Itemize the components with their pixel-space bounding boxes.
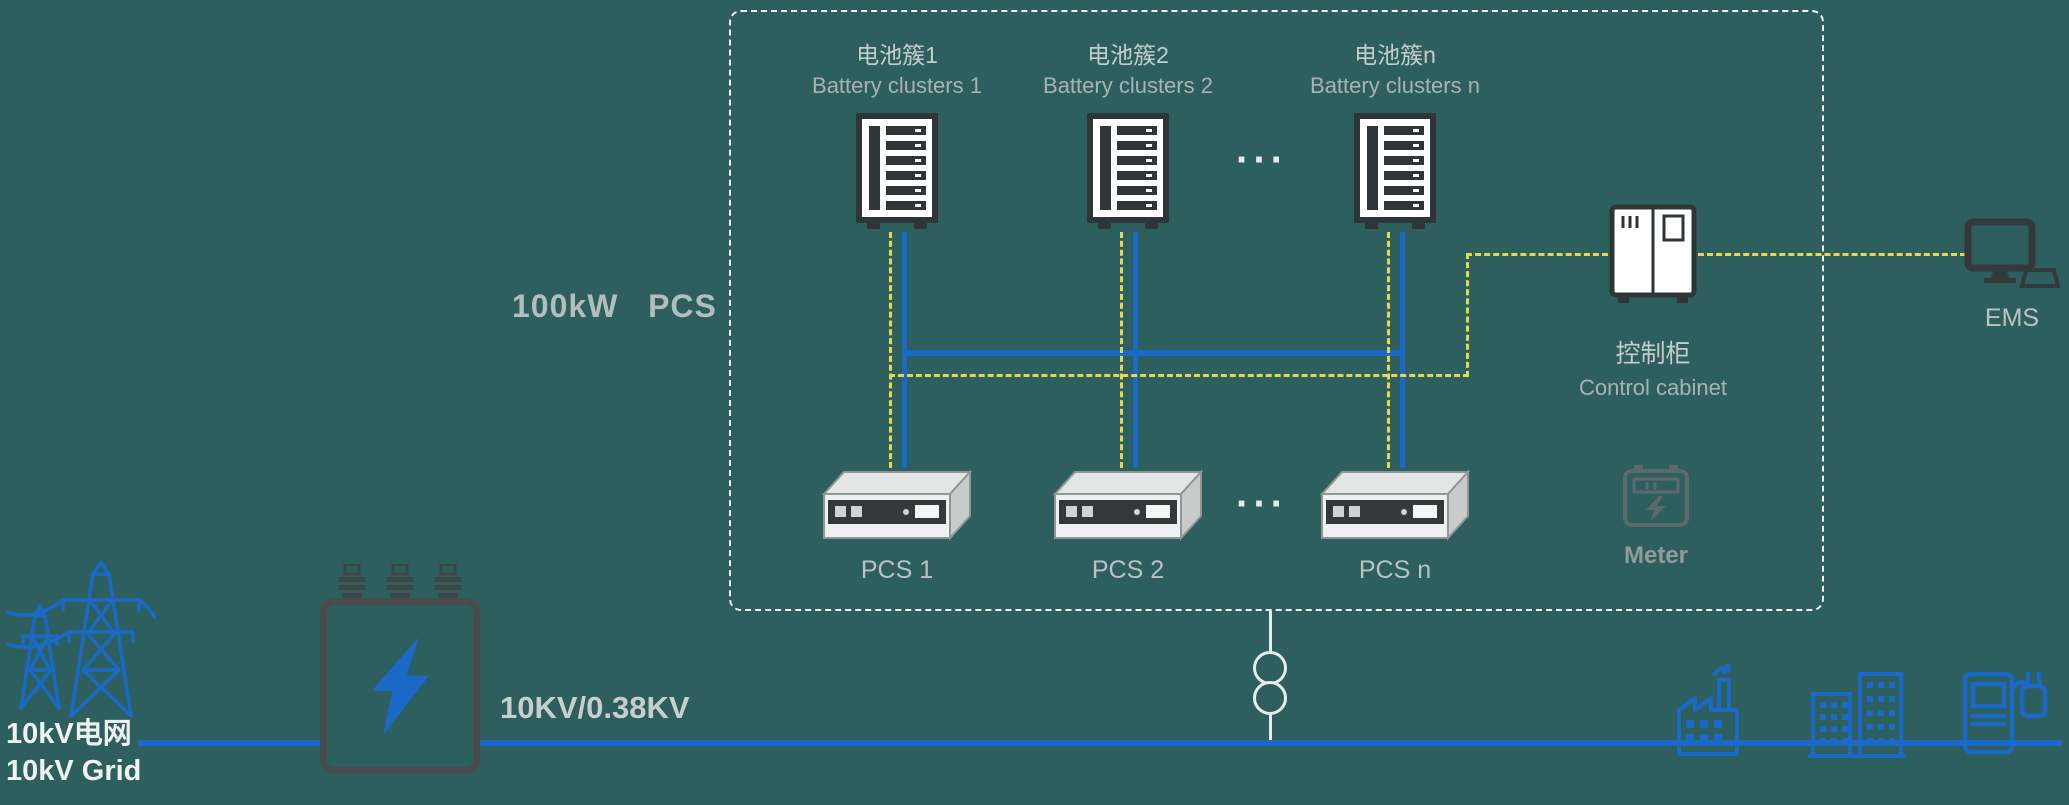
- comm-line-to-cabinet: [1466, 253, 1608, 256]
- comm-bus-line: [889, 374, 1469, 377]
- control-cabinet-label-en: Control cabinet: [1579, 375, 1727, 400]
- control-cabinet-icon: [1608, 204, 1698, 304]
- transformer-bushing-icon: [339, 564, 365, 598]
- battery-rack-icon-1: [855, 112, 939, 232]
- cluster-ellipsis: ···: [1236, 138, 1288, 182]
- ev-charger-load-icon: [1960, 660, 2054, 758]
- factory-load-icon: [1672, 664, 1744, 758]
- pcs-unit-icon-1: [822, 468, 972, 546]
- comm-line-cluster-n: [1387, 232, 1390, 468]
- pcs-1-label: PCS 1: [860, 556, 934, 584]
- transformer-voltage-label: 10KV/0.38KV: [500, 690, 690, 725]
- pcs-ellipsis: ···: [1236, 482, 1288, 526]
- battery-cluster-1-label-en: Battery clusters 1: [812, 73, 982, 99]
- battery-cluster-2-label-en: Battery clusters 2: [1043, 73, 1213, 99]
- grid-bus-line: [138, 740, 2062, 746]
- comm-line-cluster2: [1120, 232, 1123, 468]
- pcs-n-label: PCS n: [1358, 556, 1432, 584]
- battery-rack-icon-n: [1353, 112, 1437, 232]
- pcs-system-label: 100kW PCS: [512, 288, 717, 324]
- comm-riser-line: [1466, 253, 1469, 377]
- control-cabinet-label: 控制柜 Control cabinet: [1548, 334, 1758, 401]
- transformer-symbol-circle-bottom: [1253, 681, 1287, 715]
- ems-computer-icon: [1964, 218, 2060, 292]
- battery-cluster-n-label-en: Battery clusters n: [1310, 73, 1480, 99]
- pcs-unit-icon-2: [1053, 468, 1203, 546]
- battery-cluster-1-label-cn: 电池簇1: [856, 42, 938, 68]
- transformer-symbol-circle-top: [1253, 651, 1287, 685]
- battery-cluster-n-label-cn: 电池簇n: [1354, 42, 1436, 68]
- pcs-2-label: PCS 2: [1091, 556, 1165, 584]
- transformer-icon: [320, 598, 480, 774]
- battery-cluster-n-label: 电池簇n Battery clusters n: [1245, 40, 1545, 101]
- transformer-bushing-icon: [435, 564, 461, 598]
- meter-label: Meter: [1623, 542, 1689, 569]
- grid-towers-icon: [6, 558, 156, 726]
- battery-rack-icon-2: [1086, 112, 1170, 232]
- battery-cluster-2-label: 电池簇2 Battery clusters 2: [978, 40, 1278, 101]
- buildings-load-icon: [1808, 668, 1906, 760]
- grid-label-en: 10kV Grid: [6, 755, 142, 787]
- pcs-unit-icon-n: [1320, 468, 1470, 546]
- control-cabinet-label-cn: 控制柜: [1615, 340, 1691, 368]
- grid-label: 10kV电网 10kV Grid: [6, 716, 141, 790]
- grid-label-cn: 10kV电网: [6, 718, 132, 750]
- ems-label: EMS: [1984, 304, 2040, 332]
- battery-cluster-1-label: 电池簇1 Battery clusters 1: [747, 40, 1047, 101]
- pcs-system-boundary: [729, 10, 1824, 611]
- meter-icon: [1622, 464, 1690, 528]
- comm-line-cabinet-to-ems: [1698, 253, 1966, 256]
- lightning-bolt-icon: [367, 637, 433, 735]
- dc-bus-line: [902, 350, 1405, 356]
- transformer-bushing-icon: [387, 564, 413, 598]
- battery-cluster-2-label-cn: 电池簇2: [1087, 42, 1169, 68]
- comm-line-cluster1: [889, 232, 892, 468]
